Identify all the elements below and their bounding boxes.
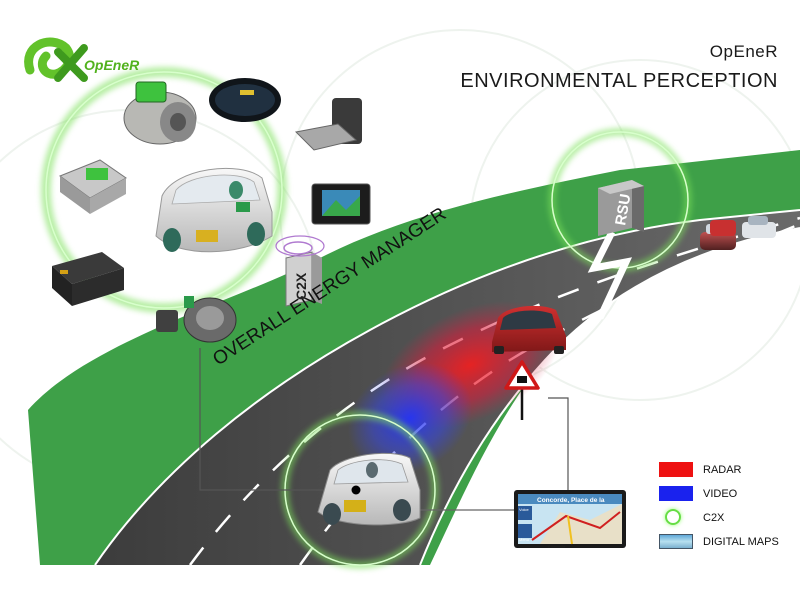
header-title: OpEneR xyxy=(710,42,778,62)
map-menu-button: Menu xyxy=(519,537,529,542)
electric-motor-icon xyxy=(124,82,196,144)
digital-map-swatch-icon xyxy=(659,534,693,549)
radar-swatch-icon xyxy=(659,462,693,477)
c2x-ring-icon xyxy=(665,509,681,525)
brake-module-icon xyxy=(296,98,362,150)
legend-label: RADAR xyxy=(703,464,742,476)
navigation-unit-icon xyxy=(312,184,370,224)
dashboard-display-icon xyxy=(209,78,281,122)
map-street-label: Concorde, Place de la xyxy=(537,497,605,504)
lead-car xyxy=(492,306,566,354)
hybrid-car-diagram xyxy=(156,168,272,252)
logo-text: OpEneR xyxy=(84,57,140,73)
header-subtitle: ENVIRONMENTAL PERCEPTION xyxy=(460,70,778,93)
c2x-device-label: C2X xyxy=(293,272,309,300)
opener-logo-icon xyxy=(29,42,84,78)
map-voice-button: Voice xyxy=(519,507,530,512)
map-street-bottom-label: Concorde xyxy=(548,544,566,549)
video-swatch-icon xyxy=(659,486,693,501)
legend-label: VIDEO xyxy=(703,488,737,500)
inverter-icon xyxy=(60,160,126,214)
legend-label: C2X xyxy=(703,512,724,524)
legend-label: DIGITAL MAPS xyxy=(703,536,779,548)
